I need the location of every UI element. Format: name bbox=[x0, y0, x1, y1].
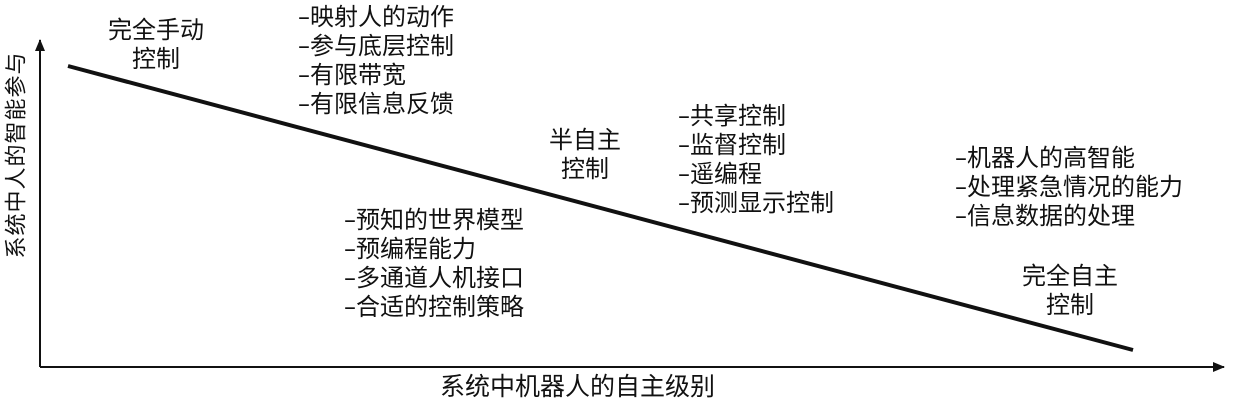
trend-line bbox=[67, 64, 1134, 352]
x-axis-label: 系统中机器人的自主级别 bbox=[440, 372, 716, 401]
y-axis-label: 与参能智的人中统系 bbox=[4, 52, 30, 259]
y-axis-label-char: 系 bbox=[4, 236, 30, 259]
list-item: –信息数据的处理 bbox=[955, 202, 1135, 230]
list-item: –机器人的高智能 bbox=[955, 144, 1135, 172]
list-item: –处理紧急情况的能力 bbox=[955, 173, 1183, 201]
list-item: –多通道人机接口 bbox=[344, 264, 524, 292]
list-item: –合适的控制策略 bbox=[344, 293, 524, 321]
semi-features-list: –共享控制 –监督控制 –遥编程 –预测显示控制 bbox=[678, 102, 834, 218]
list-item: –遥编程 bbox=[678, 160, 762, 188]
level-manual-label: 完全手动 控制 bbox=[108, 16, 204, 73]
list-item: –映射人的动作 bbox=[298, 3, 454, 31]
manual-features-list: –映射人的动作 –参与底层控制 –有限带宽 –有限信息反馈 bbox=[298, 2, 454, 118]
auto-features-list: –机器人的高智能 –处理紧急情况的能力 –信息数据的处理 bbox=[955, 144, 1183, 231]
level-auto-label: 完全自主 控制 bbox=[1022, 262, 1118, 319]
list-item: –预测显示控制 bbox=[678, 189, 834, 217]
semi-requirements-list: –预知的世界模型 –预编程能力 –多通道人机接口 –合适的控制策略 bbox=[344, 206, 524, 322]
list-item: –参与底层控制 bbox=[298, 32, 454, 60]
list-item: –共享控制 bbox=[678, 102, 786, 130]
level-semi-label: 半自主 控制 bbox=[549, 126, 621, 183]
list-item: –预知的世界模型 bbox=[344, 206, 524, 234]
list-item: –有限带宽 bbox=[298, 61, 406, 89]
list-item: –有限信息反馈 bbox=[298, 90, 454, 118]
list-item: –监督控制 bbox=[678, 131, 786, 159]
list-item: –预编程能力 bbox=[344, 235, 476, 263]
